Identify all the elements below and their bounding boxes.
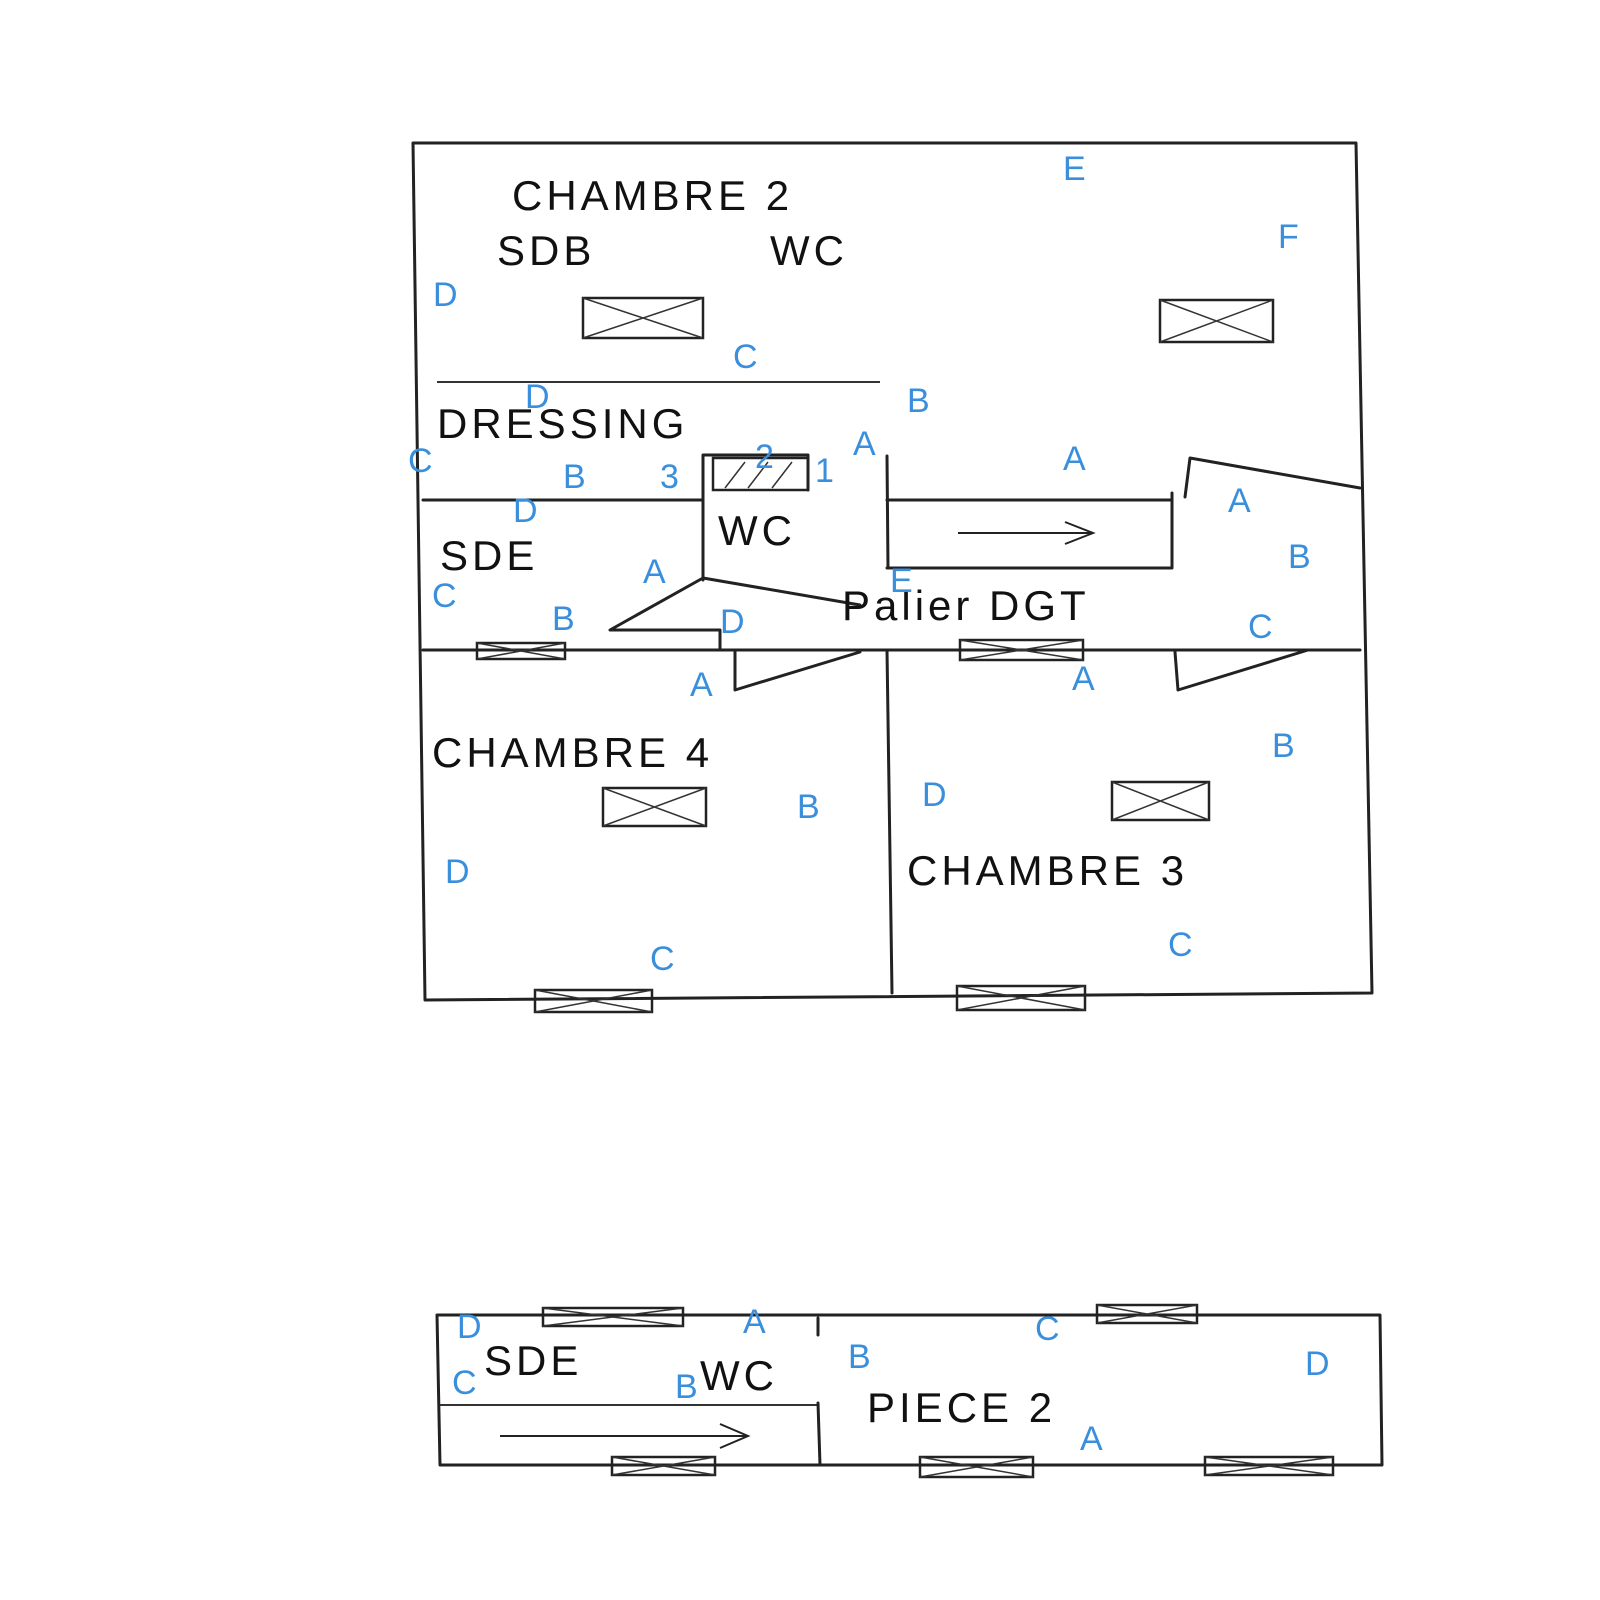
marker-label: 2 <box>755 438 774 476</box>
marker-label: C <box>408 442 433 480</box>
marker-label: A <box>1063 440 1086 478</box>
room-label-sde-bottom: SDE <box>484 1337 582 1384</box>
wall-wc-piece2 <box>816 1316 822 1467</box>
marker-label: B <box>552 600 575 638</box>
room-label-wc-mid: WC <box>718 507 796 554</box>
wall-door-c3 <box>1173 648 1310 692</box>
window-icon <box>711 456 810 492</box>
outer-wall-lower <box>435 1313 1384 1467</box>
lower-floor-walls <box>435 1313 1384 1467</box>
marker-label: C <box>1035 1310 1060 1348</box>
room-label-sde-mid: SDE <box>440 532 538 579</box>
room-label-chambre-3: CHAMBRE 3 <box>907 847 1188 894</box>
window-icon <box>1203 1455 1335 1477</box>
reference-markers: E F D C B D A C B 3 2 1 A A B D A C B D … <box>408 150 1330 1458</box>
marker-label: D <box>513 492 538 530</box>
marker-label: C <box>1248 608 1273 646</box>
marker-label: E <box>890 562 913 600</box>
room-label-wc-bottom: WC <box>700 1352 778 1399</box>
window-icon <box>533 988 654 1014</box>
window-icon <box>610 1455 717 1477</box>
window-icon <box>601 786 708 828</box>
marker-label: A <box>1080 1420 1103 1458</box>
wall-wc-right <box>885 454 890 570</box>
marker-label: B <box>797 788 820 826</box>
upper-floor-windows <box>475 296 1275 1014</box>
marker-label: D <box>720 603 745 641</box>
room-label-wc-top: WC <box>770 227 848 274</box>
window-icon <box>1158 298 1275 344</box>
window-icon <box>581 296 705 340</box>
marker-label: D <box>445 853 470 891</box>
marker-label: D <box>922 776 947 814</box>
marker-label: D <box>433 276 458 314</box>
lower-floor-windows <box>541 1303 1335 1479</box>
window-icon <box>918 1455 1035 1479</box>
window-icon <box>955 984 1087 1012</box>
marker-label: B <box>848 1338 871 1376</box>
marker-label: B <box>1272 727 1295 765</box>
room-label-dressing: DRESSING <box>437 400 688 447</box>
arrow-icon <box>500 1423 751 1449</box>
window-icon <box>1110 780 1211 822</box>
marker-label: D <box>1305 1345 1330 1383</box>
marker-label: B <box>563 458 586 496</box>
room-label-piece-2: PIECE 2 <box>867 1384 1056 1431</box>
marker-label: A <box>1228 482 1251 520</box>
window-icon <box>958 638 1085 662</box>
marker-label: 3 <box>660 458 679 496</box>
marker-label: B <box>1288 538 1311 576</box>
room-label-chambre-4: CHAMBRE 4 <box>432 729 713 776</box>
room-label-chambre-2: CHAMBRE 2 <box>512 172 793 219</box>
window-icon <box>475 641 567 661</box>
marker-label: A <box>690 666 713 704</box>
marker-label: A <box>643 553 666 591</box>
marker-label: A <box>743 1303 766 1341</box>
room-label-sdb: SDB <box>497 227 595 274</box>
room-labels: CHAMBRE 2 SDB WC DRESSING WC SDE Palier … <box>432 172 1188 1431</box>
marker-label: C <box>650 940 675 978</box>
marker-label: C <box>452 1364 477 1402</box>
marker-label: D <box>457 1308 482 1346</box>
window-icon <box>1095 1303 1199 1325</box>
marker-label: F <box>1278 218 1299 256</box>
marker-label: 1 <box>815 452 834 490</box>
room-label-palier: Palier DGT <box>842 582 1090 629</box>
marker-label: A <box>853 425 876 463</box>
window-icon <box>541 1306 685 1328</box>
wall-hall-door-upper <box>1183 456 1362 499</box>
wall-hall-top <box>885 491 1174 570</box>
marker-label: D <box>525 378 550 416</box>
marker-label: B <box>907 382 930 420</box>
wall-stair-diag <box>608 576 862 652</box>
marker-label: E <box>1063 150 1086 188</box>
marker-label: A <box>1072 660 1095 698</box>
marker-label: B <box>675 1368 698 1406</box>
wall-door-c4 <box>733 650 862 692</box>
outer-wall-upper <box>411 141 1374 1002</box>
wall-c4-c3 <box>885 648 894 995</box>
marker-label: C <box>733 338 758 376</box>
marker-label: C <box>432 577 457 615</box>
arrow-icon <box>958 521 1096 545</box>
marker-label: C <box>1168 926 1193 964</box>
